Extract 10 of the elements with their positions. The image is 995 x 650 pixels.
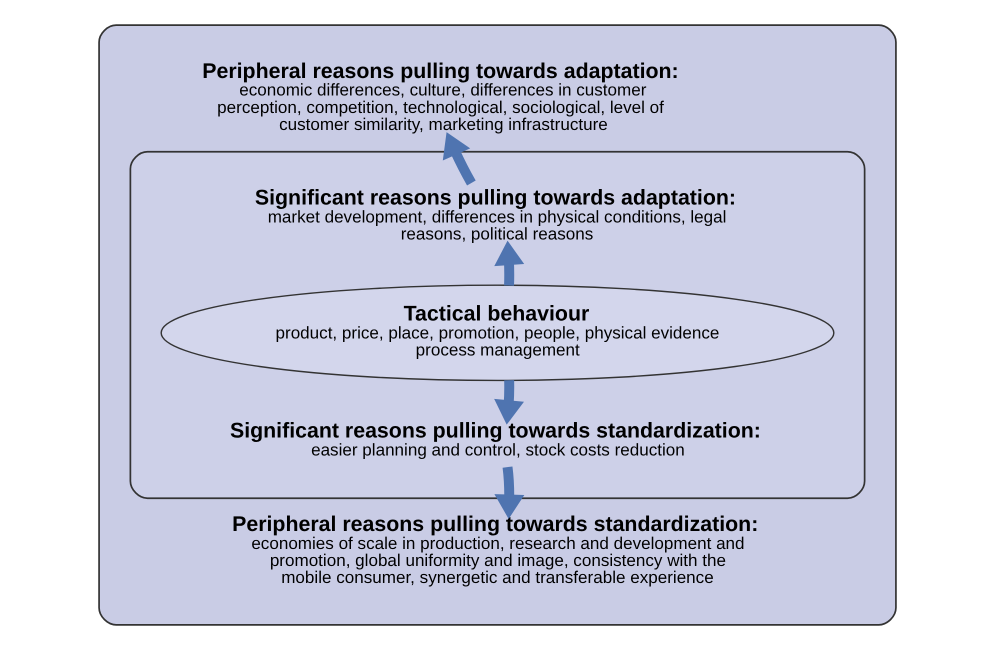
arrow	[442, 132, 476, 186]
node-text: Peripheral reasons pulling towards adaptation: economic differences, culture, differences in customer perception, competition, technological, sociological, level of customer similarity, marketing infrastructure	[202, 58, 679, 134]
node-text: Peripheral reasons pulling towards standardization: economies of scale in production, research and development and promotion, global uniformity and image, consistency with the mobile consumer, synergetic and transferable experience	[232, 512, 758, 588]
node-text: Significant reasons pulling towards adaptation: market development, differences in physical conditions, legal reasons, political reasons	[254, 185, 736, 244]
node-ellipse: Tactical behaviour product, price, place, promotion, people, physical evidence process management	[160, 284, 835, 382]
arrow	[494, 380, 524, 425]
node-text: Significant reasons pulling towards standardization: easier planning and control, stock costs reduction	[230, 418, 761, 460]
arrow	[494, 240, 524, 286]
arrow	[494, 466, 524, 519]
cluster	[98, 24, 897, 626]
